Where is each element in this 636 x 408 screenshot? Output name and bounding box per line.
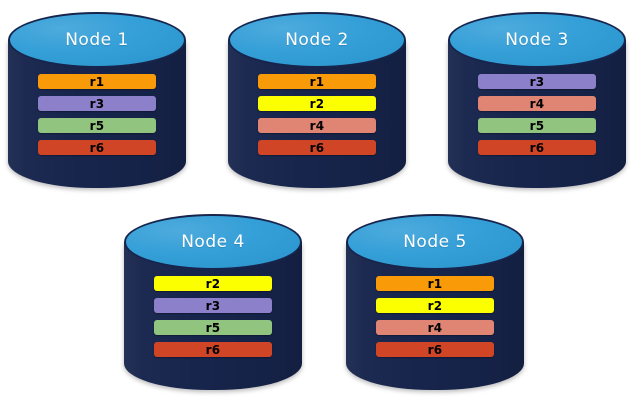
node-2-top-disc: Node 2	[228, 12, 406, 68]
node-2-record-r6[interactable]: r6	[258, 140, 376, 155]
node-4-record-r5[interactable]: r5	[154, 320, 272, 335]
node-4-cylinder[interactable]: Node 4 r2 r3 r5 r6	[124, 214, 302, 390]
record-label: r6	[427, 342, 443, 357]
record-label: r2	[309, 96, 325, 111]
node-1-record-list: r1 r3 r5 r6	[38, 74, 156, 155]
record-label: r5	[529, 118, 545, 133]
node-3-cylinder[interactable]: Node 3 r3 r4 r5 r6	[448, 12, 626, 188]
record-label: r6	[89, 140, 105, 155]
record-label: r2	[427, 298, 443, 313]
record-label: r5	[205, 320, 221, 335]
node-2-record-r2[interactable]: r2	[258, 96, 376, 111]
node-5-record-r4[interactable]: r4	[376, 320, 494, 335]
record-label: r4	[309, 118, 325, 133]
record-label: r2	[205, 276, 221, 291]
record-label: r6	[205, 342, 221, 357]
node-3-record-list: r3 r4 r5 r6	[478, 74, 596, 155]
node-3-top-disc: Node 3	[448, 12, 626, 68]
node-3-record-r5[interactable]: r5	[478, 118, 596, 133]
node-2-record-list: r1 r2 r4 r6	[258, 74, 376, 155]
node-3-record-r4[interactable]: r4	[478, 96, 596, 111]
node-3-record-r3[interactable]: r3	[478, 74, 596, 89]
record-label: r1	[427, 276, 443, 291]
node-1-record-r3[interactable]: r3	[38, 96, 156, 111]
node-5-record-list: r1 r2 r4 r6	[376, 276, 494, 357]
node-4-record-r6[interactable]: r6	[154, 342, 272, 357]
node-5-top-disc: Node 5	[346, 214, 524, 270]
record-label: r5	[89, 118, 105, 133]
node-5-label: Node 5	[403, 232, 467, 252]
node-5-cylinder[interactable]: Node 5 r1 r2 r4 r6	[346, 214, 524, 390]
node-4-record-r2[interactable]: r2	[154, 276, 272, 291]
node-5-record-r6[interactable]: r6	[376, 342, 494, 357]
record-label: r6	[309, 140, 325, 155]
record-label: r3	[205, 298, 221, 313]
node-4-record-list: r2 r3 r5 r6	[154, 276, 272, 357]
node-5-record-r2[interactable]: r2	[376, 298, 494, 313]
record-label: r1	[89, 74, 105, 89]
record-label: r3	[89, 96, 105, 111]
node-4-label: Node 4	[181, 232, 245, 252]
node-1-cylinder[interactable]: Node 1 r1 r3 r5 r6	[8, 12, 186, 188]
node-5-record-r1[interactable]: r1	[376, 276, 494, 291]
node-1-top-disc: Node 1	[8, 12, 186, 68]
node-1-label: Node 1	[65, 30, 129, 50]
record-label: r6	[529, 140, 545, 155]
node-2-record-r1[interactable]: r1	[258, 74, 376, 89]
node-1-record-r5[interactable]: r5	[38, 118, 156, 133]
record-label: r4	[529, 96, 545, 111]
node-4-record-r3[interactable]: r3	[154, 298, 272, 313]
node-1-record-r6[interactable]: r6	[38, 140, 156, 155]
node-2-record-r4[interactable]: r4	[258, 118, 376, 133]
node-3-label: Node 3	[505, 30, 569, 50]
record-label: r3	[529, 74, 545, 89]
node-2-cylinder[interactable]: Node 2 r1 r2 r4 r6	[228, 12, 406, 188]
node-3-record-r6[interactable]: r6	[478, 140, 596, 155]
record-label: r1	[309, 74, 325, 89]
node-2-label: Node 2	[285, 30, 349, 50]
node-1-record-r1[interactable]: r1	[38, 74, 156, 89]
node-4-top-disc: Node 4	[124, 214, 302, 270]
record-label: r4	[427, 320, 443, 335]
